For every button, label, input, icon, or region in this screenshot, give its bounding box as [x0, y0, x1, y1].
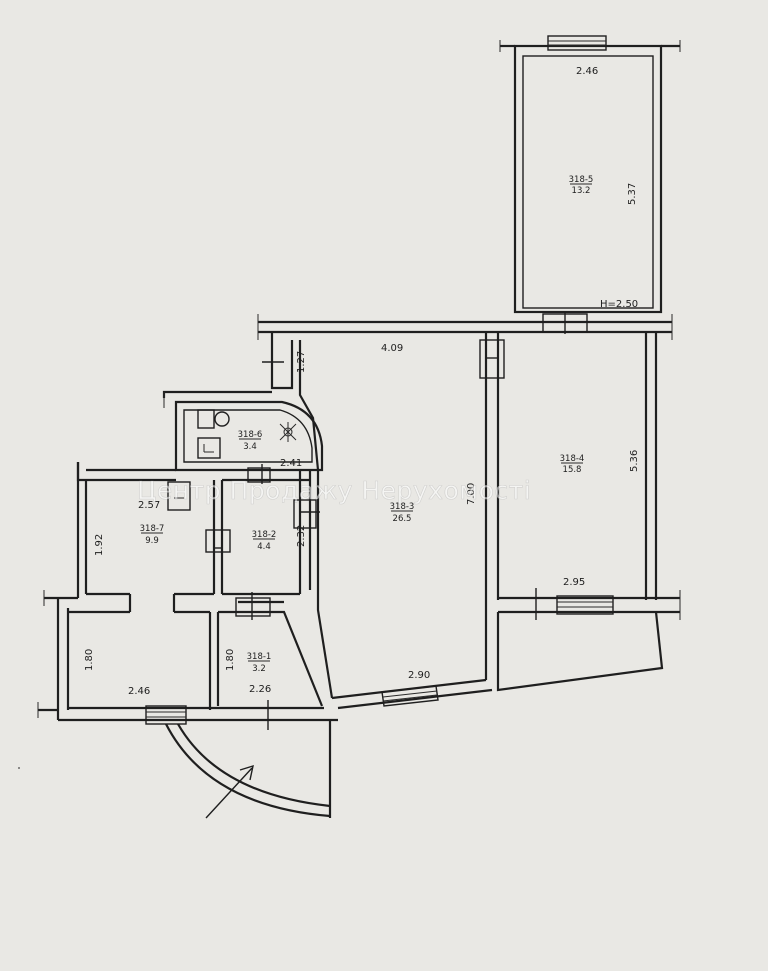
- dim-r4-width: 2.95: [563, 577, 585, 588]
- dim-ceiling-height: H=2.50: [600, 299, 638, 310]
- room-318-4-label: 318-4 15.8: [560, 454, 585, 475]
- dim-r3-length: 7.00: [466, 483, 477, 505]
- dim-r1-width: 2.26: [249, 684, 271, 695]
- room-labels: 318-5 13.2 318-4 15.8 318-3 26.5 318-6 3…: [140, 175, 594, 674]
- room-id: 318-2: [252, 530, 277, 540]
- room-318-3-label: 318-3 26.5: [390, 502, 415, 524]
- watermark-text: Центр Продажу Нерухомості: [137, 476, 531, 505]
- dim-r6-width: 2.41: [280, 458, 302, 469]
- room-id: 318-1: [247, 652, 272, 662]
- dim-r3-side: 1.27: [296, 351, 307, 373]
- dim-r7-width: 2.57: [138, 500, 160, 511]
- room-id: 318-4: [560, 454, 585, 464]
- room-318-1-label: 318-1 3.2: [247, 652, 272, 674]
- room-id: 318-7: [140, 524, 165, 534]
- dim-r3-top: 4.09: [381, 343, 403, 354]
- room-id: 318-6: [238, 430, 263, 440]
- left-block-walls: [18, 390, 338, 819]
- dim-r5-width: 2.46: [576, 66, 598, 77]
- room-area: 15.8: [563, 465, 582, 475]
- middle-block-walls: [257, 312, 681, 710]
- room-id: 318-3: [390, 502, 415, 512]
- room-318-5-label: 318-5 13.2: [569, 175, 594, 196]
- dimension-labels: 2.46 5.37 H=2.50 4.09 1.27 7.00 2.90 5.3…: [84, 66, 640, 697]
- room-id: 318-5: [569, 175, 594, 185]
- room-318-5-walls: [499, 35, 681, 314]
- room-318-2-label: 318-2 4.4: [252, 530, 277, 552]
- room-area: 3.2: [252, 664, 266, 674]
- dim-r3-bottom: 2.90: [408, 670, 430, 681]
- room-318-6-label: 318-6 3.4: [238, 430, 263, 452]
- room-area: 9.9: [145, 536, 159, 546]
- dim-hall-height: 1.80: [84, 649, 95, 671]
- dim-hall-width: 2.46: [128, 686, 150, 697]
- room-area: 13.2: [572, 186, 591, 196]
- room-area: 3.4: [243, 442, 257, 452]
- room-318-7-label: 318-7 9.9: [140, 524, 165, 546]
- dim-r7-height: 1.92: [94, 534, 105, 556]
- room-area: 4.4: [257, 542, 271, 552]
- room-area: 26.5: [393, 514, 412, 524]
- dim-r5-length: 5.37: [627, 183, 638, 205]
- dim-r4-length: 5.36: [629, 450, 640, 472]
- dim-r2-height: 2.32: [296, 525, 307, 547]
- dim-r1-height: 1.80: [225, 649, 236, 671]
